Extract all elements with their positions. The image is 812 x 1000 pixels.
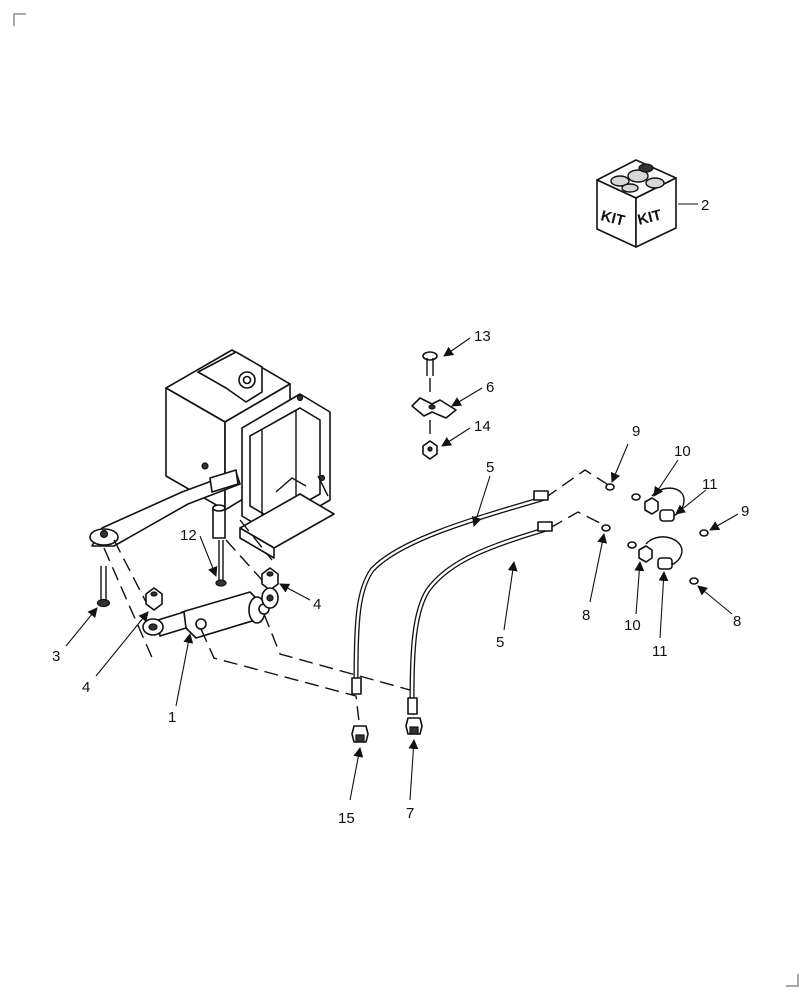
callout-6: 6 (486, 379, 494, 396)
seal-8-upper (601, 524, 611, 532)
kit-label-left: KIT (599, 207, 627, 229)
callout-11-lower: 11 (652, 643, 668, 660)
hose-upper (351, 490, 549, 695)
bolt-12 (215, 540, 227, 587)
assembly-lines (103, 378, 611, 731)
callout-13: 13 (474, 328, 491, 345)
callout-1: 1 (168, 709, 176, 726)
callout-numbers: 2 13 6 14 9 10 11 9 5 12 4 8 10 8 5 11 3… (52, 197, 749, 827)
nut-4-left (145, 587, 163, 611)
callout-11-upper: 11 (702, 476, 718, 493)
callout-14: 14 (474, 418, 491, 435)
kit-box: KIT KIT (596, 159, 677, 248)
seal-8-lower (689, 577, 699, 585)
callout-9-upper: 9 (632, 423, 640, 440)
callout-4-right: 4 (313, 596, 321, 613)
hydraulic-cylinder (142, 587, 279, 639)
callout-3: 3 (52, 648, 60, 665)
bolt-3 (96, 566, 111, 608)
clamp-6 (411, 397, 457, 419)
crop-mark-top-left (13, 13, 26, 26)
crop-mark-bottom-right (786, 974, 799, 987)
fitting-15 (351, 725, 369, 743)
leaders (65, 203, 739, 801)
callout-8-right: 8 (733, 613, 741, 630)
nut-14 (422, 440, 438, 460)
elbow-11-lower (645, 536, 683, 570)
kit-label-right: KIT (636, 207, 664, 229)
callout-9-lower: 9 (741, 503, 749, 520)
callout-10-lower: 10 (624, 617, 641, 634)
fitting-7 (405, 717, 423, 735)
adapter-10-upper (631, 493, 659, 515)
hose-lower (407, 521, 553, 715)
adapter-10-lower (627, 541, 653, 563)
callout-15: 15 (338, 810, 355, 827)
callout-5-lower: 5 (496, 634, 504, 651)
callout-5-upper: 5 (486, 459, 494, 476)
seal-9-lower (699, 529, 709, 537)
callout-10-upper: 10 (674, 443, 691, 460)
callout-7: 7 (406, 805, 414, 822)
callout-12: 12 (180, 527, 197, 544)
control-lever (89, 469, 241, 547)
seal-9-upper (605, 483, 615, 491)
callout-8-left: 8 (582, 607, 590, 624)
nut-4-right (261, 567, 279, 591)
callout-2: 2 (701, 197, 709, 214)
bolt-13 (422, 351, 438, 376)
spacer (212, 504, 226, 539)
callout-4-left: 4 (82, 679, 90, 696)
